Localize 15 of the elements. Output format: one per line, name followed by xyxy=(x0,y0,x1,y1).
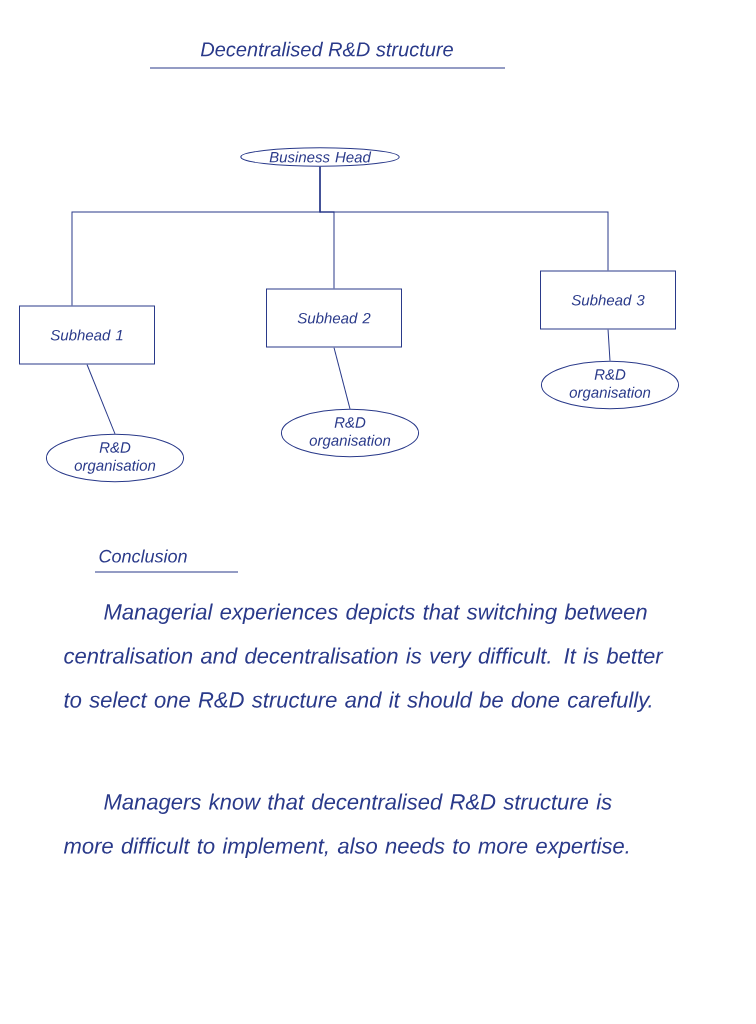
ellipse-node: R&D organisation xyxy=(280,408,420,458)
connector xyxy=(86,364,116,435)
ellipse-node: R&D organisation xyxy=(540,360,680,410)
paragraph: Managerial experiences depicts that switching between centralisation and decentralisation is very difficult. It is better to select one R&D structure and it should be done carefully. xyxy=(64,603,664,713)
connector xyxy=(607,329,611,362)
ellipse-node: R&D organisation xyxy=(45,433,185,483)
title: Decentralised R&D structure xyxy=(200,41,453,57)
ellipse-node: Business Head xyxy=(240,147,400,167)
connector xyxy=(319,166,609,271)
subhead-box: Subhead 3 xyxy=(540,270,676,330)
subhead-box: Subhead 1 xyxy=(19,305,155,365)
heading: Conclusion xyxy=(99,549,187,563)
paragraph: Managers know that decentralised R&D structure is more difficult to implement, also needs to more expertise. xyxy=(63,793,629,859)
subhead-box: Subhead 2 xyxy=(266,288,402,348)
connector xyxy=(333,347,351,410)
